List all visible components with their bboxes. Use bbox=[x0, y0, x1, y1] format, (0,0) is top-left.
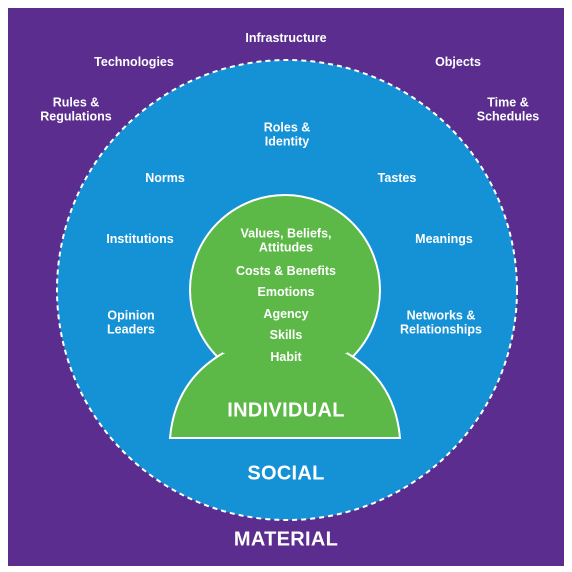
material-item-rules-regulations: Rules & Regulations bbox=[40, 95, 112, 124]
individual-item-values-beliefs-attitudes: Values, Beliefs, Attitudes bbox=[240, 226, 332, 255]
social-item-roles-identity: Roles & Identity bbox=[263, 120, 311, 149]
social-item-opinion-leaders: Opinion Leaders bbox=[107, 308, 155, 337]
social-item-tastes: Tastes bbox=[377, 170, 417, 185]
material-item-technologies: Technologies bbox=[94, 54, 174, 69]
individual-item-habit: Habit bbox=[270, 349, 302, 364]
social-item-institutions: Institutions bbox=[106, 231, 174, 246]
individual-neck-fill bbox=[223, 335, 347, 353]
material-item-infrastructure: Infrastructure bbox=[245, 30, 327, 45]
individual-item-emotions: Emotions bbox=[257, 284, 315, 299]
social-title: SOCIAL bbox=[247, 462, 325, 485]
individual-item-costs-benefits: Costs & Benefits bbox=[235, 263, 337, 278]
material-item-time-schedules: Time & Schedules bbox=[476, 95, 540, 124]
individual-title: INDIVIDUAL bbox=[227, 399, 345, 422]
material-item-objects: Objects bbox=[435, 54, 481, 69]
material-title: MATERIAL bbox=[233, 528, 339, 551]
social-item-norms: Norms bbox=[145, 170, 185, 185]
individual-item-skills: Skills bbox=[269, 327, 303, 342]
social-item-meanings: Meanings bbox=[415, 231, 473, 246]
social-item-networks-relationships: Networks & Relationships bbox=[400, 308, 482, 337]
social-circle-border bbox=[56, 59, 518, 521]
individual-item-agency: Agency bbox=[263, 306, 309, 321]
